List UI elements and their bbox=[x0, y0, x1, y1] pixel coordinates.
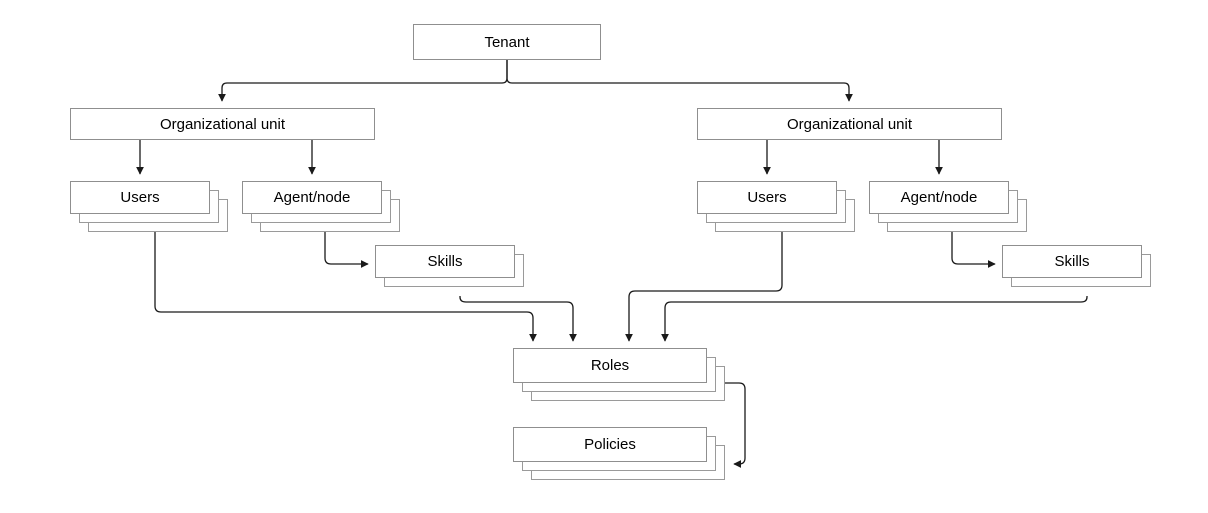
node-users-right-label: Users bbox=[747, 189, 787, 206]
node-policies-box bbox=[513, 427, 707, 462]
node-users-right-box bbox=[697, 181, 837, 214]
node-skills-right-box bbox=[1002, 245, 1142, 278]
node-skills-left-label: Skills bbox=[427, 253, 463, 270]
edge-users-right-to-roles bbox=[625, 232, 783, 342]
node-tenant-box bbox=[413, 24, 601, 60]
edge-agent-right-to-skills-right bbox=[951, 232, 996, 268]
node-organizational-unit-right-box bbox=[697, 108, 1002, 140]
edge-tenant-to-ou-left bbox=[218, 60, 508, 102]
node-roles-box bbox=[513, 348, 707, 383]
node-agent-node-left-label: Agent/node bbox=[273, 189, 351, 206]
edge-roles-to-policies bbox=[725, 382, 746, 468]
node-users-left-box bbox=[70, 181, 210, 214]
node-agent-node-right-label: Agent/node bbox=[900, 189, 978, 206]
node-skills-left-box bbox=[375, 245, 515, 278]
node-policies-label: Policies bbox=[584, 436, 636, 453]
node-tenant-label: Tenant bbox=[484, 33, 530, 51]
edge-skills-right-to-roles bbox=[661, 296, 1088, 342]
node-agent-node-right-box bbox=[869, 181, 1009, 214]
node-organizational-unit-left-box bbox=[70, 108, 375, 140]
edge-agent-left-to-skills-left bbox=[324, 232, 369, 268]
node-users-left-label: Users bbox=[120, 189, 160, 206]
node-agent-node-left-box bbox=[242, 181, 382, 214]
edge-tenant-to-ou-right bbox=[506, 60, 853, 102]
node-skills-right-label: Skills bbox=[1054, 253, 1090, 270]
edge-skills-left-to-roles bbox=[459, 296, 577, 342]
node-organizational-unit-left-label: Organizational unit bbox=[159, 115, 286, 133]
node-roles-label: Roles bbox=[590, 357, 630, 374]
node-organizational-unit-right-label: Organizational unit bbox=[786, 115, 913, 133]
